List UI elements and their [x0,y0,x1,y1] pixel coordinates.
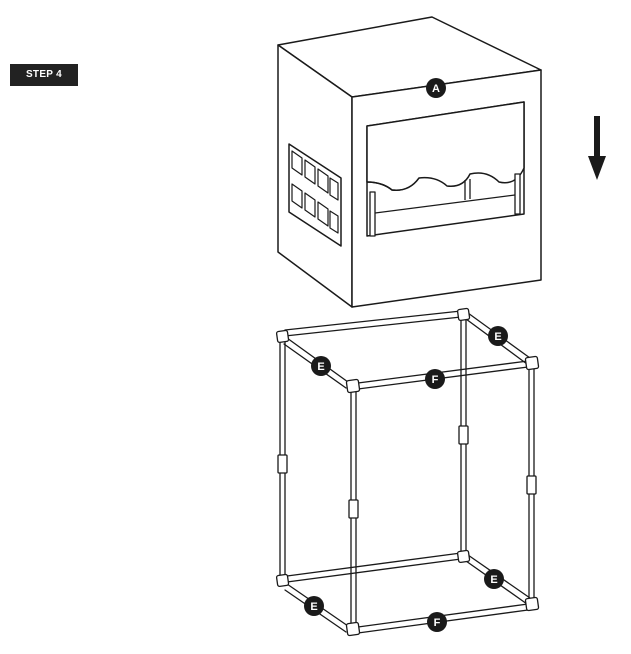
svg-text:F: F [432,374,439,386]
frame-corner-connectors [275,307,540,637]
callout-f-bottom: F [427,612,447,632]
frame-pole-back-left [277,337,288,581]
svg-text:E: E [310,601,317,613]
frame-pole-front-left [348,389,359,629]
front-window-posts [369,173,521,237]
callout-e-bottom-left: E [304,596,324,616]
frame-pole-back-right [458,315,469,557]
svg-text:E: E [490,574,497,586]
callout-e-top-left: E [311,356,331,376]
svg-text:E: E [317,361,324,373]
svg-text:A: A [432,83,440,95]
callout-f-top: F [425,369,445,389]
awning [366,101,525,191]
svg-text:E: E [494,331,501,343]
side-window-panes [291,150,339,234]
frame-bottom-back-rail [286,552,462,583]
callout-e-bottom-right: E [484,569,504,589]
svg-text:F: F [434,617,441,629]
frame-pole-front-right [526,365,537,601]
cover-part-a [277,16,542,308]
step-label: STEP 4 [10,64,78,86]
arrow-down-icon [588,116,606,180]
callout-e-top-right: E [488,326,508,346]
frame-top-back-rail [284,310,462,337]
callout-a: A [426,78,446,98]
